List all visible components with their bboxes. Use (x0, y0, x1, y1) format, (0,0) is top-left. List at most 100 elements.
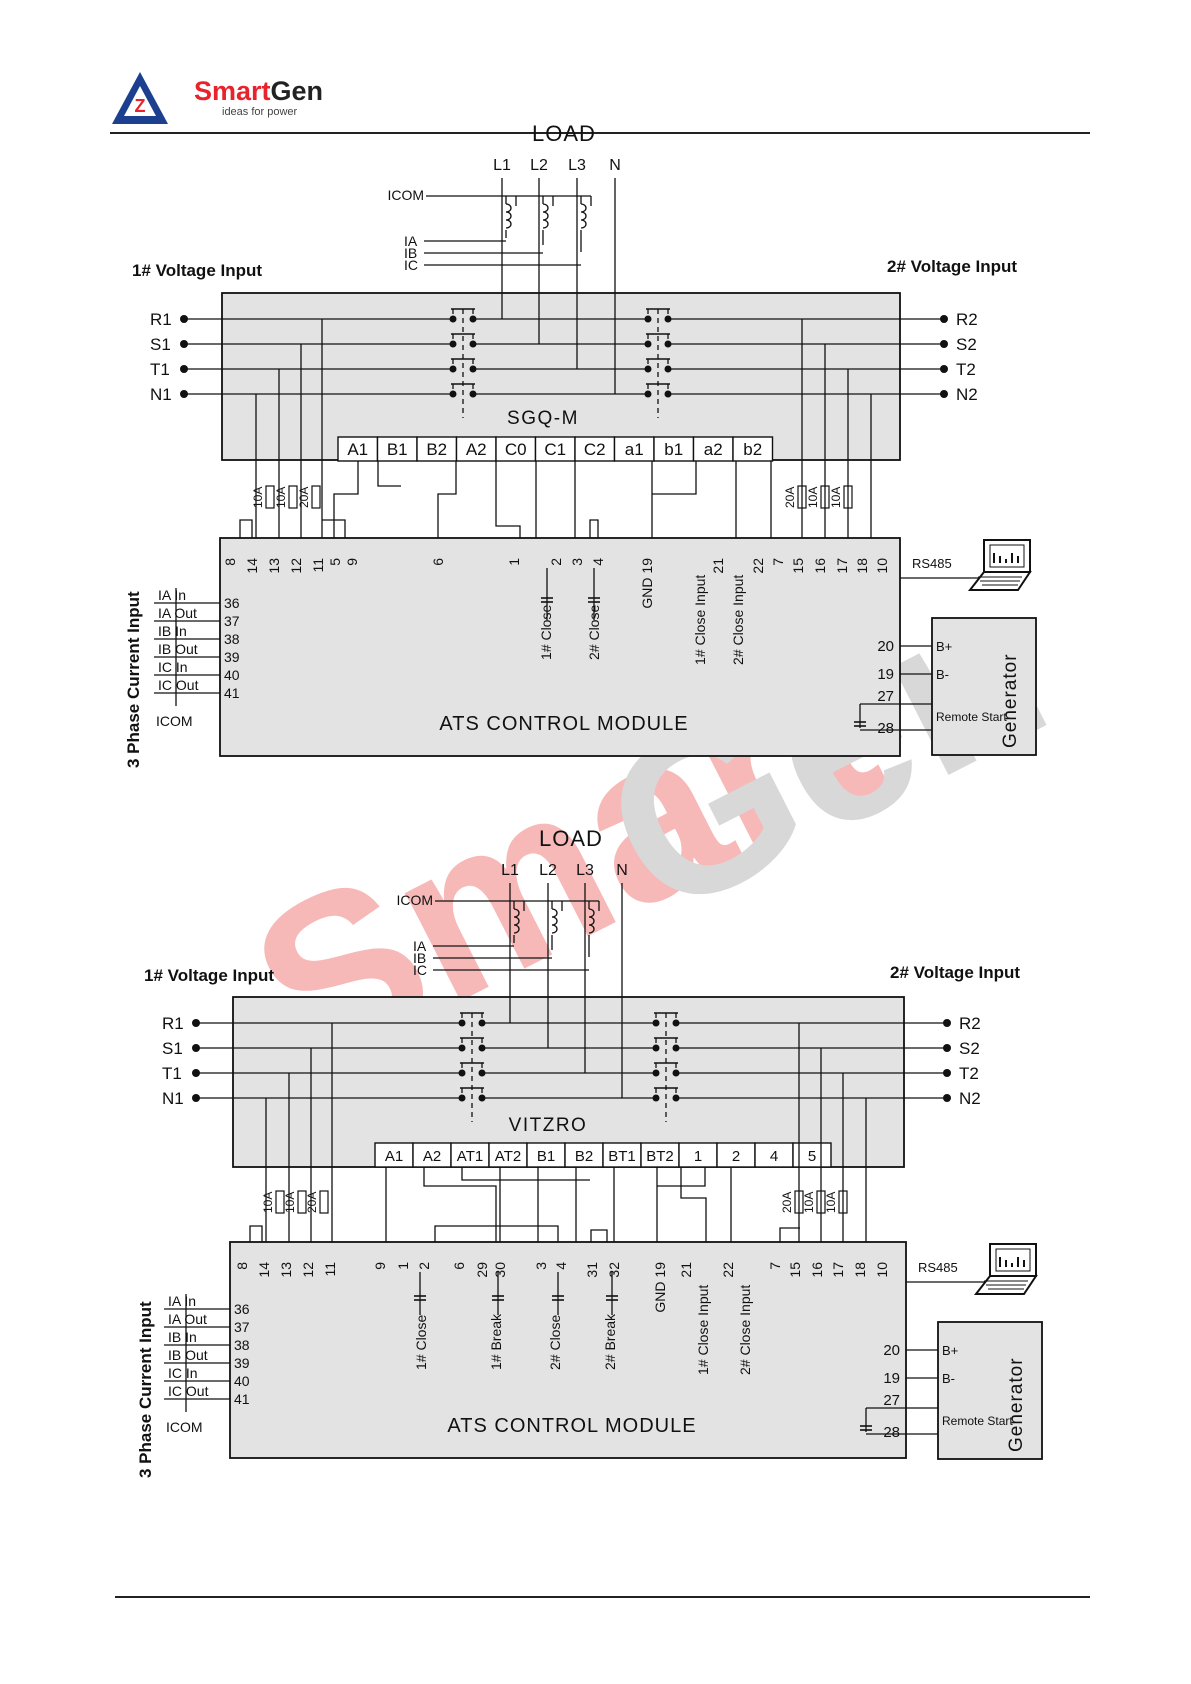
ct-label: IB (413, 950, 426, 966)
phase-left-label: T1 (162, 1064, 182, 1083)
current-input-number: 41 (224, 685, 240, 701)
module-terminal-number: 4 (553, 1262, 569, 1270)
control-wire (249, 1225, 263, 1242)
control-wire (239, 519, 253, 538)
brand-tagline: ideas for power (222, 106, 298, 118)
control-wire (434, 1225, 559, 1242)
switch-terminal-box (732, 436, 774, 462)
ct-winding (505, 203, 512, 229)
phase-right-label: T2 (959, 1064, 979, 1083)
control-function-label: 1# Close Input (692, 575, 708, 665)
contact-dot (652, 1019, 660, 1027)
current-input-number: 37 (224, 613, 240, 629)
phase-terminal-dot (940, 365, 948, 373)
ct-label: IC (404, 257, 418, 273)
switch-terminal-label: C2 (584, 440, 606, 459)
switch-terminal-label: a2 (704, 440, 723, 459)
control-wire (680, 1167, 707, 1242)
ct-winding (551, 908, 558, 934)
gen-pin-label: B- (936, 667, 949, 682)
switch-terminal-box (416, 436, 458, 462)
generator-terminal-number: 28 (883, 1424, 900, 1441)
module-terminal-number: 6 (451, 1262, 467, 1270)
switch-terminal-box (678, 1142, 718, 1168)
fuse-rating: 10A (283, 1192, 297, 1213)
fuse-left: 10A (261, 1190, 285, 1214)
phase-terminal-dot (940, 340, 948, 348)
generator-terminal-number: 27 (883, 1392, 900, 1409)
laptop-icon (967, 539, 1032, 591)
gen-pin-label: B+ (936, 639, 952, 654)
switch-terminal-label: A2 (423, 1148, 441, 1165)
fuse-body (319, 1190, 329, 1214)
switch-terminal-label: 2 (732, 1148, 740, 1165)
fuse-rating: 10A (824, 1192, 838, 1213)
current-input-number: 36 (224, 595, 240, 611)
generator-box (931, 617, 1037, 756)
switch-terminal-label: AT1 (457, 1148, 483, 1165)
load-line-label: L1 (501, 862, 519, 879)
header-divider (110, 132, 1090, 134)
switch-terminal-label: a1 (625, 440, 644, 459)
fuse-rating: 20A (305, 1192, 319, 1213)
gen-pin-label: B+ (942, 1343, 958, 1358)
generator-terminal-number: 27 (877, 688, 894, 705)
generator-box (937, 1321, 1043, 1460)
footer-divider (115, 1596, 1090, 1598)
contact-dot (449, 390, 457, 398)
contact-dot (644, 340, 652, 348)
control-wire (495, 461, 521, 538)
module-name: ATS CONTROL MODULE (439, 713, 688, 735)
fuse-rating: 20A (297, 487, 311, 508)
capacitor-symbol (492, 1295, 504, 1301)
module-terminal-number: 31 (584, 1262, 600, 1278)
module-terminal-number: 4 (590, 558, 606, 566)
module-name: ATS CONTROL MODULE (447, 1415, 696, 1437)
phase-left-label: T1 (150, 360, 170, 379)
current-input-label: IA In (158, 587, 186, 603)
fuse-left: 10A (274, 485, 298, 509)
switch-terminal-label: b1 (664, 440, 683, 459)
current-input-number: 39 (234, 1355, 250, 1371)
brand-gen: Gen (270, 76, 324, 106)
fuse-rating: 20A (780, 1192, 794, 1213)
icom-label: ICOM (396, 892, 433, 908)
module-terminal-number: 3 (569, 558, 585, 566)
load-line-label: N (609, 157, 621, 174)
phase-right-label: S2 (956, 335, 977, 354)
switch-model-name: SGQ-M (507, 408, 579, 429)
current-input-side-label: 3 Phase Current Input (136, 1301, 155, 1478)
ats-control-module-box (229, 1241, 907, 1459)
module-terminal-number: 21 (678, 1262, 694, 1278)
phase-terminal-dot (940, 315, 948, 323)
current-input-label: IA Out (168, 1311, 207, 1327)
switch-terminal-box (602, 1142, 642, 1168)
switch-terminal-box (534, 436, 576, 462)
switch-terminal-box (564, 1142, 604, 1168)
module-terminal-number: 16 (809, 1262, 825, 1278)
module-terminal-number: 12 (288, 558, 304, 574)
phase-terminal-dot (940, 390, 948, 398)
ct-label: IC (413, 962, 427, 978)
current-transformer (551, 901, 558, 934)
module-terminal-number: 2 (416, 1262, 432, 1270)
ct-label: IA (404, 233, 418, 249)
switch-terminal-box (412, 1142, 452, 1168)
switch-model-name: VITZRO (509, 1115, 588, 1136)
laptop-display (995, 1248, 1031, 1272)
control-function-label: 2# Close Input (730, 575, 746, 665)
module-terminal-number: 17 (830, 1262, 846, 1278)
fuse-body (311, 485, 321, 509)
switch-terminal-label: BT2 (646, 1148, 674, 1165)
module-terminal-number: GND 19 (639, 558, 655, 609)
switch-terminal-box (455, 436, 497, 462)
current-transformer (542, 196, 549, 229)
current-input-label: IC Out (168, 1383, 209, 1399)
switch-terminal-label: B1 (537, 1148, 555, 1165)
phase-left-label: N1 (162, 1089, 184, 1108)
load-line-label: L1 (493, 157, 511, 174)
control-wire (322, 519, 346, 538)
phase-right-label: N2 (956, 385, 978, 404)
switch-terminal-label: 5 (808, 1148, 816, 1165)
